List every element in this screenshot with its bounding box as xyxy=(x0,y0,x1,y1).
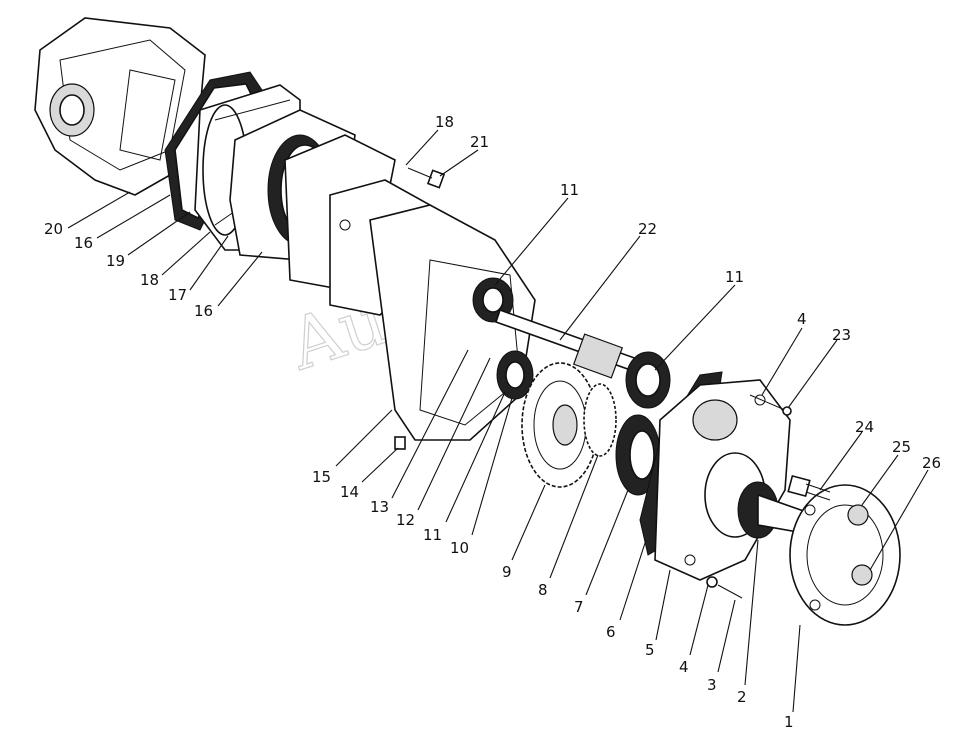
svg-text:7: 7 xyxy=(574,598,584,616)
callout-12: 12 xyxy=(396,357,491,529)
gear-9 xyxy=(521,362,599,488)
callout-8: 8 xyxy=(538,454,599,599)
callout-11-right: 11 xyxy=(654,268,744,371)
callout-19: 19 xyxy=(106,211,191,270)
callout-1: 1 xyxy=(784,624,801,731)
callout-18-lower: 18 xyxy=(140,231,211,289)
callout-14: 14 xyxy=(340,447,399,501)
svg-text:11: 11 xyxy=(560,181,579,199)
svg-text:16: 16 xyxy=(194,302,213,320)
bolt-23 xyxy=(749,394,792,416)
bearing-10 xyxy=(496,350,534,400)
bolt-21 xyxy=(407,167,446,189)
callout-20: 20 xyxy=(44,191,131,238)
svg-text:25: 25 xyxy=(892,438,911,456)
callout-5: 5 xyxy=(645,569,671,659)
svg-text:24: 24 xyxy=(855,418,874,436)
svg-text:23: 23 xyxy=(832,326,851,344)
callout-15: 15 xyxy=(312,409,393,486)
callout-23: 23 xyxy=(787,326,851,409)
callout-24: 24 xyxy=(819,418,874,491)
svg-text:3: 3 xyxy=(707,676,717,694)
svg-text:5: 5 xyxy=(645,641,655,659)
callout-2: 2 xyxy=(737,539,759,706)
svg-text:20: 20 xyxy=(44,220,63,238)
callout-9: 9 xyxy=(502,484,546,581)
callout-3: 3 xyxy=(707,599,736,694)
svg-text:14: 14 xyxy=(340,483,359,501)
svg-text:8: 8 xyxy=(538,581,548,599)
callout-17: 17 xyxy=(168,235,229,304)
gear-housing-15 xyxy=(369,204,536,441)
svg-text:18: 18 xyxy=(435,113,454,131)
svg-text:2: 2 xyxy=(737,688,747,706)
bearing-7 xyxy=(615,414,661,496)
plug-14 xyxy=(394,436,406,450)
svg-text:19: 19 xyxy=(106,252,125,270)
callout-16-upper: 16 xyxy=(74,194,171,252)
callout-4-lower: 4 xyxy=(679,584,709,676)
svg-text:11: 11 xyxy=(423,526,442,544)
callout-16-lower: 16 xyxy=(194,251,263,320)
callout-7: 7 xyxy=(574,489,629,616)
callout-21: 21 xyxy=(439,133,489,177)
svg-text:4: 4 xyxy=(679,658,689,676)
bolt-3 xyxy=(706,576,743,599)
svg-text:4: 4 xyxy=(797,310,807,328)
svg-text:11: 11 xyxy=(725,268,744,286)
shaft-22 xyxy=(494,308,642,379)
svg-text:13: 13 xyxy=(370,498,389,516)
callout-18-upper: 18 xyxy=(405,113,454,166)
svg-text:17: 17 xyxy=(168,286,187,304)
flange-1 xyxy=(789,484,901,626)
svg-text:22: 22 xyxy=(638,220,657,238)
callout-25: 25 xyxy=(861,438,911,506)
callout-4-upper: 4 xyxy=(761,310,807,396)
callout-26: 26 xyxy=(869,454,941,571)
svg-text:16: 16 xyxy=(74,234,93,252)
gear-8 xyxy=(583,383,617,457)
svg-text:6: 6 xyxy=(606,623,616,641)
callout-13: 13 xyxy=(370,349,469,516)
svg-text:10: 10 xyxy=(450,539,469,557)
svg-text:18: 18 xyxy=(140,271,159,289)
callout-6: 6 xyxy=(606,539,647,641)
callout-22: 22 xyxy=(559,220,657,341)
svg-text:21: 21 xyxy=(470,133,489,151)
svg-text:15: 15 xyxy=(312,468,331,486)
cover-5 xyxy=(654,379,791,581)
svg-text:12: 12 xyxy=(396,511,415,529)
svg-text:1: 1 xyxy=(784,713,794,731)
callout-11-lower: 11 xyxy=(423,391,506,544)
svg-text:9: 9 xyxy=(502,563,512,581)
callout-11-top: 11 xyxy=(494,181,579,286)
callout-10: 10 xyxy=(450,397,513,557)
svg-text:26: 26 xyxy=(922,454,941,472)
bolt-24 xyxy=(787,474,831,501)
